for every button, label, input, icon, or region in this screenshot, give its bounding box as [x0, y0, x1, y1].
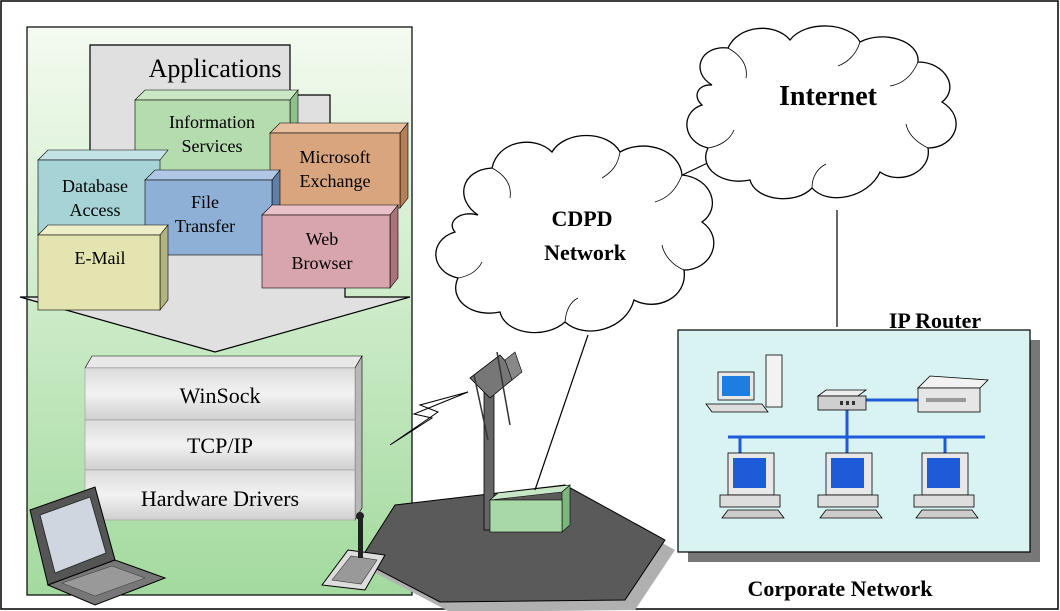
- app-box-email: E-Mail: [37, 224, 169, 311]
- applications-title: Applications: [149, 54, 282, 83]
- protocol-stack: WinSock TCP/IP Hardware Drivers: [84, 354, 363, 522]
- database-access-line2: Access: [70, 200, 121, 220]
- laptop-icon: [29, 486, 167, 606]
- tcpip-label: TCP/IP: [187, 433, 253, 458]
- microsoft-exchange-line1: Microsoft: [300, 147, 371, 167]
- router-icon: [816, 389, 868, 411]
- pen-tablet-icon: [321, 512, 386, 591]
- ip-router-label: IP Router: [889, 308, 982, 333]
- hardware-drivers-label: Hardware Drivers: [141, 486, 299, 511]
- internet-cloud: Internet: [686, 25, 957, 200]
- cdpd-line1: CDPD: [551, 206, 612, 231]
- app-box-web-browser: Web Browser: [261, 204, 399, 289]
- pc-icon: [719, 452, 785, 519]
- wireless-signal-icon: [389, 391, 469, 446]
- cdpd-line2: Network: [544, 240, 627, 265]
- file-transfer-line1: File: [191, 192, 219, 212]
- microsoft-exchange-line2: Exchange: [300, 171, 371, 191]
- cdpd-cloud: CDPD Network: [435, 134, 715, 334]
- web-browser-line2: Browser: [292, 253, 353, 273]
- internet-label: Internet: [779, 81, 878, 112]
- cell-hexagon: [359, 484, 675, 611]
- link-base-to-cdpd: [534, 334, 589, 491]
- information-services-line2: Services: [182, 136, 243, 156]
- corporate-network-label: Corporate Network: [747, 576, 933, 601]
- winsock-label: WinSock: [180, 383, 261, 408]
- stack-layer-winsock: WinSock: [84, 367, 356, 421]
- lan-wiring: [728, 398, 985, 455]
- base-station-box: [489, 484, 571, 533]
- pc-icon: [817, 452, 883, 519]
- information-services-line1: Information: [169, 112, 255, 132]
- printer-icon: [917, 375, 989, 413]
- database-access-line1: Database: [62, 176, 128, 196]
- email-label: E-Mail: [75, 248, 126, 268]
- app-box-microsoft-exchange: Microsoft Exchange: [269, 122, 409, 209]
- stack-layer-hardware-drivers: Hardware Drivers: [84, 469, 356, 521]
- app-box-information-services: Information Services: [134, 89, 299, 176]
- corporate-network: IP Router Corporate Network: [677, 308, 1040, 601]
- file-transfer-line2: Transfer: [175, 216, 235, 236]
- web-browser-line1: Web: [306, 229, 339, 249]
- radio-tower-icon: [469, 351, 523, 531]
- stack-layer-tcpip: TCP/IP: [84, 419, 356, 471]
- workstation-icon: [705, 354, 783, 413]
- pc-icon: [913, 452, 979, 519]
